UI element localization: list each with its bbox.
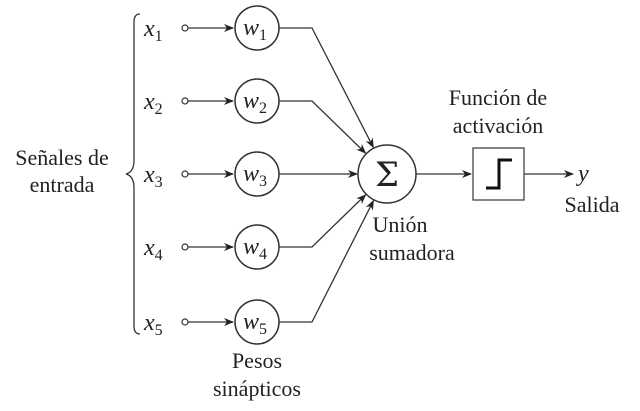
input-variable-4: x4 [143,235,163,264]
activation-label-line2: activación [453,113,543,138]
inputs-label-line2: entrada [30,172,95,197]
sum-label-line1: Unión [373,212,428,237]
step-function-icon [486,158,512,190]
summation-symbol: Σ [375,155,399,195]
input-variable-3: x3 [143,162,163,191]
input-terminal-1 [181,24,189,32]
inputs-label-line1: Señales de [15,145,108,170]
weights-label-line1: Pesos [232,348,282,373]
sum-label-line2: sumadora [369,240,455,265]
input-terminal-5 [181,318,189,326]
input-variable-2: x2 [143,89,163,118]
input-terminal-4 [181,243,189,251]
input-terminal-2 [181,97,189,105]
input-brace [125,13,141,335]
output-variable: y [576,161,589,187]
input-terminal-3 [181,170,189,178]
input-variable-1: x1 [143,16,163,45]
weights-label-line2: sinápticos [213,376,301,401]
weight-to-sum-arrow-1 [279,27,374,149]
output-label: Salida [565,192,620,217]
weight-to-sum-arrow-2 [279,100,367,154]
weight-to-sum-arrow-5 [279,199,374,323]
input-variable-5: x5 [143,310,163,339]
weight-to-sum-arrow-4 [279,194,367,248]
activation-label-line1: Función de [449,85,547,110]
